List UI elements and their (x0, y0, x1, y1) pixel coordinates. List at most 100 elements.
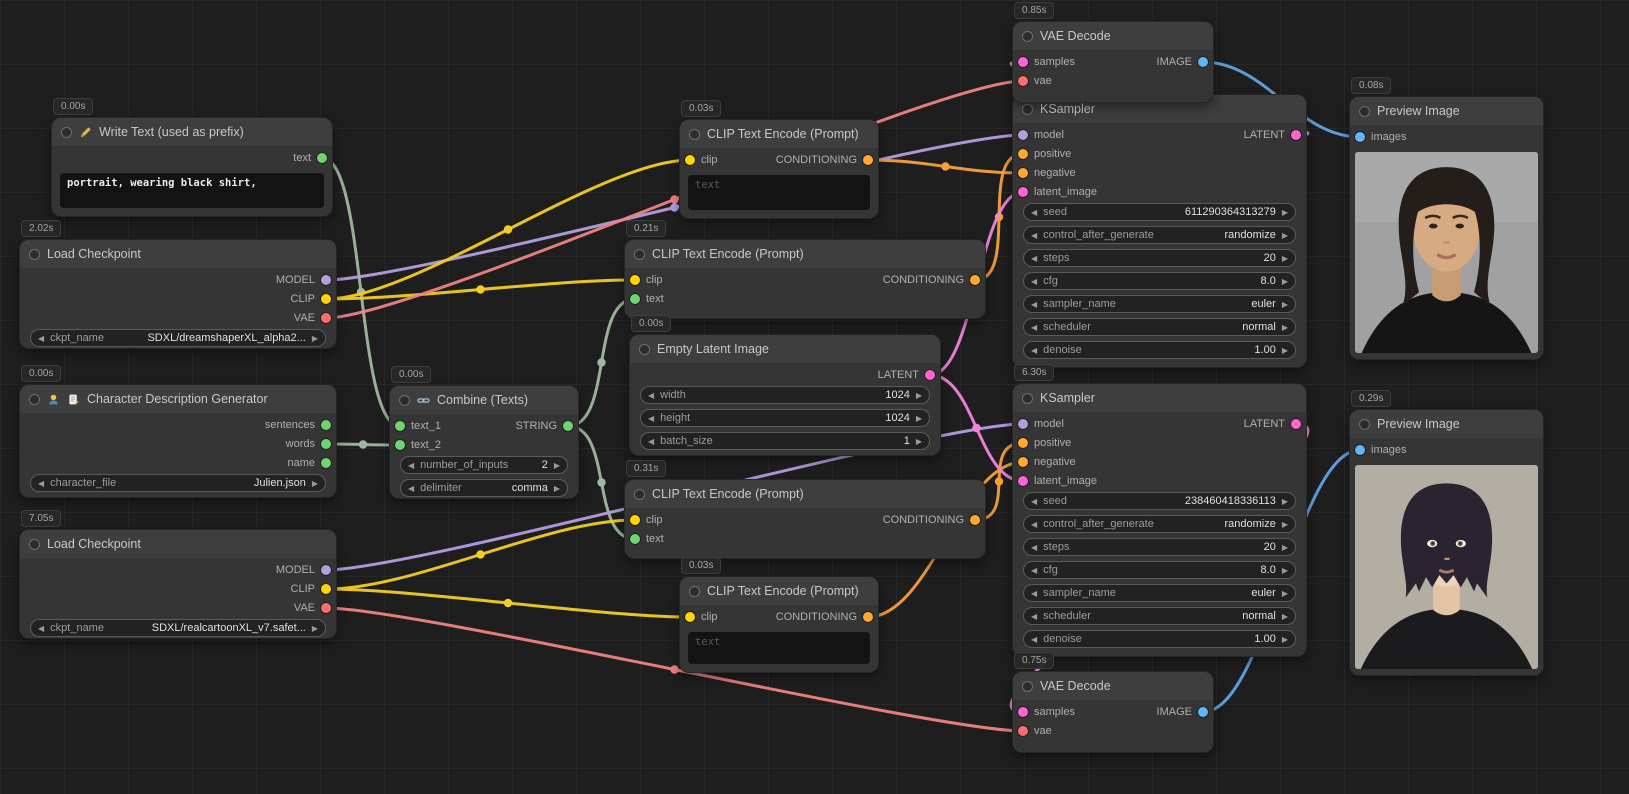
output-slot-dot[interactable] (321, 458, 331, 468)
widget-decrement-icon[interactable]: ◀ (1031, 253, 1038, 263)
widget-increment-icon[interactable]: ▶ (1281, 345, 1288, 355)
widget-decrement-icon[interactable]: ◀ (1031, 207, 1038, 217)
output-slot-dot[interactable] (925, 370, 935, 380)
output-slot-VAE[interactable]: VAE (294, 600, 331, 616)
node-title-bar[interactable]: Preview Image (1350, 97, 1543, 125)
input-slot-dot[interactable] (395, 440, 405, 450)
output-slot-words[interactable]: words (286, 436, 331, 452)
widget-increment-icon[interactable]: ▶ (1281, 634, 1288, 644)
collapse-toggle-icon[interactable] (1359, 418, 1370, 430)
input-slot-positive[interactable]: positive (1018, 435, 1071, 451)
collapse-toggle-icon[interactable] (639, 343, 650, 355)
node-title-bar[interactable]: CLIP Text Encode (Prompt) (625, 240, 985, 268)
node-title-bar[interactable]: CLIP Text Encode (Prompt) (625, 480, 985, 508)
output-slot-MODEL[interactable]: MODEL (276, 272, 331, 288)
output-slot-name[interactable]: name (287, 455, 331, 471)
node-title-bar[interactable]: CLIP Text Encode (Prompt) (680, 120, 878, 148)
output-slot-CONDITIONING[interactable]: CONDITIONING (883, 272, 980, 288)
output-slot-CLIP[interactable]: CLIP (291, 581, 331, 597)
node-title-bar[interactable]: KSampler (1013, 384, 1306, 412)
input-slot-dot[interactable] (1018, 726, 1028, 736)
output-slot-dot[interactable] (321, 603, 331, 613)
input-slot-dot[interactable] (1018, 76, 1028, 86)
input-slot-samples[interactable]: samples (1018, 54, 1075, 70)
input-slot-images[interactable]: images (1355, 442, 1406, 458)
output-slot-dot[interactable] (1291, 130, 1301, 140)
input-slot-dot[interactable] (1018, 457, 1028, 467)
widget-increment-icon[interactable]: ▶ (1281, 565, 1288, 575)
output-slot-CONDITIONING[interactable]: CONDITIONING (883, 512, 980, 528)
input-slot-dot[interactable] (685, 612, 695, 622)
input-slot-dot[interactable] (1355, 445, 1365, 455)
output-slot-dot[interactable] (321, 420, 331, 430)
node-title-bar[interactable]: Character Description Generator (20, 385, 336, 413)
input-slot-negative[interactable]: negative (1018, 454, 1076, 470)
input-slot-dot[interactable] (1018, 187, 1028, 197)
node-title-bar[interactable]: Empty Latent Image (630, 335, 940, 363)
output-slot-dot[interactable] (1291, 419, 1301, 429)
widget-decrement-icon[interactable]: ◀ (1031, 634, 1038, 644)
input-slot-vae[interactable]: vae (1018, 73, 1052, 89)
output-slot-dot[interactable] (321, 294, 331, 304)
collapse-toggle-icon[interactable] (634, 488, 645, 500)
output-slot-dot[interactable] (321, 439, 331, 449)
widget-decrement-icon[interactable]: ◀ (1031, 588, 1038, 598)
input-slot-text[interactable]: text (630, 531, 664, 547)
input-slot-dot[interactable] (630, 294, 640, 304)
collapse-toggle-icon[interactable] (689, 585, 700, 597)
widget-increment-icon[interactable]: ▶ (311, 478, 318, 488)
input-slot-clip[interactable]: clip (685, 609, 718, 625)
input-slot-dot[interactable] (1018, 476, 1028, 486)
output-slot-dot[interactable] (321, 275, 331, 285)
prompt-textarea[interactable]: portrait, wearing black shirt, (60, 173, 324, 208)
widget-decrement-icon[interactable]: ◀ (1031, 230, 1038, 240)
widget-decrement-icon[interactable]: ◀ (1031, 519, 1038, 529)
widget-decrement-icon[interactable]: ◀ (1031, 276, 1038, 286)
output-slot-VAE[interactable]: VAE (294, 310, 331, 326)
input-slot-vae[interactable]: vae (1018, 723, 1052, 739)
input-slot-dot[interactable] (630, 534, 640, 544)
input-slot-positive[interactable]: positive (1018, 146, 1071, 162)
input-slot-negative[interactable]: negative (1018, 165, 1076, 181)
widget-increment-icon[interactable]: ▶ (311, 623, 318, 633)
collapse-toggle-icon[interactable] (634, 248, 645, 260)
input-slot-dot[interactable] (395, 421, 405, 431)
collapse-toggle-icon[interactable] (1022, 392, 1033, 404)
widget-decrement-icon[interactable]: ◀ (1031, 611, 1038, 621)
input-slot-clip[interactable]: clip (685, 152, 718, 168)
prompt-textarea[interactable]: text (688, 175, 870, 210)
collapse-toggle-icon[interactable] (61, 126, 72, 138)
input-slot-dot[interactable] (630, 275, 640, 285)
widget-increment-icon[interactable]: ▶ (915, 436, 922, 446)
widget-decrement-icon[interactable]: ◀ (648, 413, 655, 423)
widget-increment-icon[interactable]: ▶ (1281, 299, 1288, 309)
output-slot-LATENT[interactable]: LATENT (1244, 416, 1301, 432)
input-slot-dot[interactable] (1018, 438, 1028, 448)
input-slot-dot[interactable] (1018, 149, 1028, 159)
input-slot-dot[interactable] (1018, 707, 1028, 717)
output-slot-CONDITIONING[interactable]: CONDITIONING (776, 152, 873, 168)
widget-decrement-icon[interactable]: ◀ (38, 478, 45, 488)
input-slot-dot[interactable] (1018, 57, 1028, 67)
input-slot-text[interactable]: text (630, 291, 664, 307)
output-slot-CONDITIONING[interactable]: CONDITIONING (776, 609, 873, 625)
output-slot-STRING[interactable]: STRING (515, 418, 573, 434)
output-slot-dot[interactable] (321, 565, 331, 575)
